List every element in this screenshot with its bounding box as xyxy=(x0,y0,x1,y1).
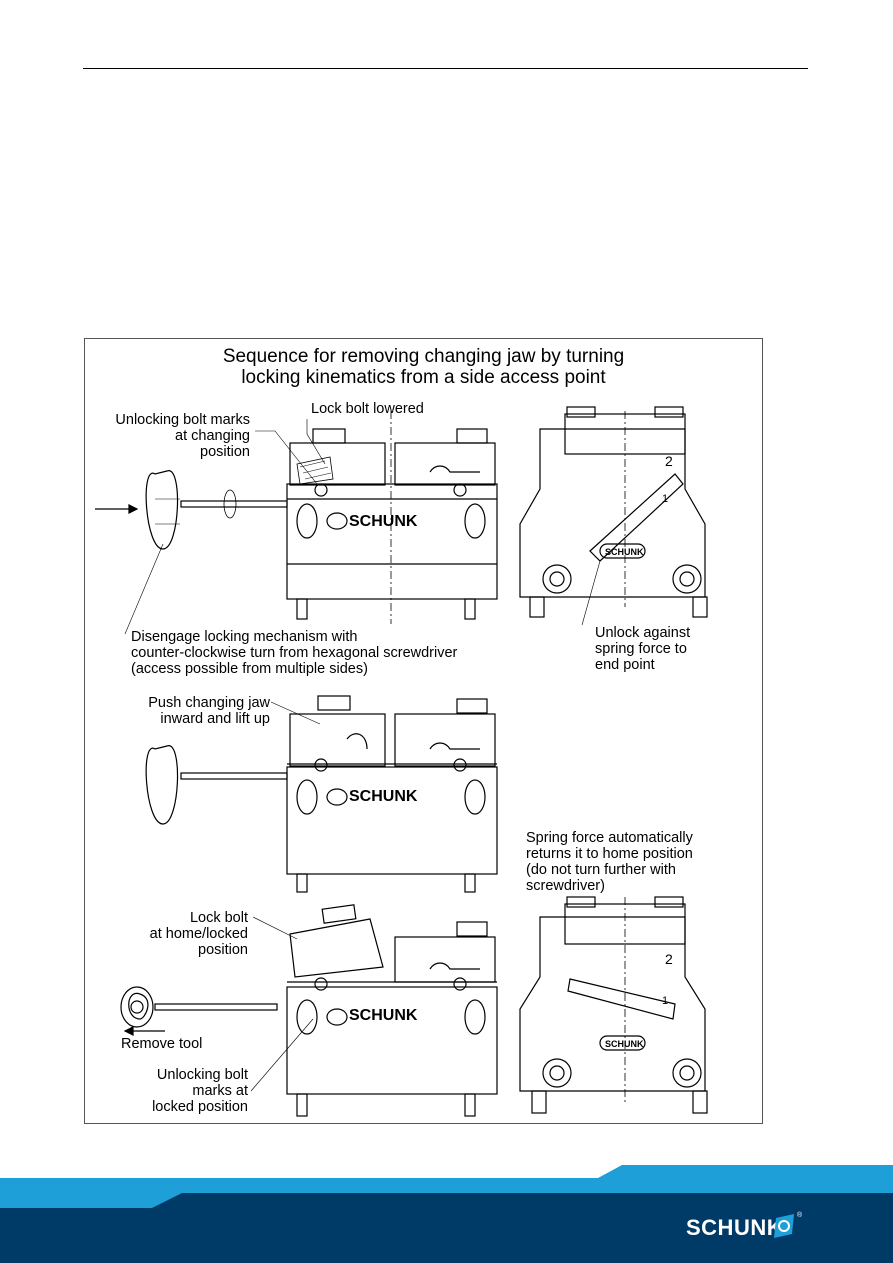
side-view-2 xyxy=(519,896,708,1114)
mark-two-2: 2 xyxy=(665,951,673,967)
screwdriver-1 xyxy=(95,470,288,550)
side-view-1 xyxy=(519,406,708,618)
header-rule xyxy=(83,68,808,69)
label-unlock-marks: Unlocking bolt marks at changing positio… xyxy=(115,412,250,460)
device-brand-3: SCHUNK xyxy=(349,1007,418,1024)
label-lock-bolt-lowered: Lock bolt lowered xyxy=(311,401,424,417)
screwdriver-2 xyxy=(145,745,288,825)
label-lock-bolt-home: Lock bolt at home/locked position xyxy=(149,910,248,958)
footer-band xyxy=(0,1165,893,1263)
figure-title-line-2: locking kinematics from a side access po… xyxy=(241,367,606,388)
front-view-2 xyxy=(286,695,498,893)
mark-one-2: 1 xyxy=(662,995,668,1007)
device-brand-1: SCHUNK xyxy=(349,513,418,530)
technical-drawing: 2 1 xyxy=(95,406,708,1117)
mark-two-1: 2 xyxy=(665,453,673,469)
registered-mark: ® xyxy=(797,1212,803,1219)
side-brand-1: SCHUNK xyxy=(605,547,644,557)
side-brand-2: SCHUNK xyxy=(605,1039,644,1049)
label-disengage: Disengage locking mechanism with counter… xyxy=(131,629,458,677)
schunk-logo-icon xyxy=(774,1214,794,1238)
label-unlock-spring: Unlock against spring force to end point xyxy=(595,625,691,673)
footer-brand-logo: SCHUNK xyxy=(686,1215,784,1240)
device-brand-2: SCHUNK xyxy=(349,788,418,805)
label-push-jaw: Push changing jaw inward and lift up xyxy=(148,695,270,727)
label-unlock-locked: Unlocking bolt marks at locked position xyxy=(152,1067,248,1115)
figure-title: Sequence for removing changing jaw by tu… xyxy=(85,346,762,388)
label-remove-tool: Remove tool xyxy=(121,1036,203,1052)
screwdriver-3 xyxy=(120,986,278,1036)
figure-frame: Sequence for removing changing jaw by tu… xyxy=(84,338,763,1124)
mark-one-1: 1 xyxy=(662,493,668,505)
front-view-3 xyxy=(286,904,498,1117)
figure-title-line-1: Sequence for removing changing jaw by tu… xyxy=(222,346,625,367)
label-spring-home: Spring force automatically returns it to… xyxy=(526,830,693,894)
front-view-1 xyxy=(286,411,498,624)
